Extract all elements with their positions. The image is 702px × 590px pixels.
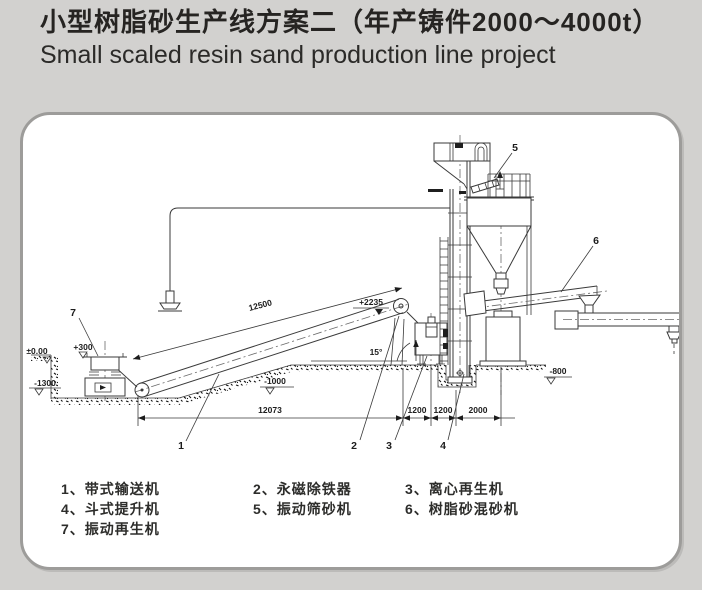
incline-angle: 15° [311, 340, 419, 362]
dim-12073: 12073 [258, 405, 282, 415]
vibrating-sieve-platform [464, 171, 534, 201]
elev-minus1000: -1000 [264, 376, 286, 386]
callout-5: 5 [512, 142, 518, 154]
page-title-english: Small scaled resin sand production line … [40, 40, 556, 69]
callout-6: 6 [593, 235, 599, 247]
callout-3: 3 [386, 440, 392, 452]
elev-zero: ±0.00 [26, 346, 47, 356]
header: 小型树脂砂生产线方案二（年产铸件2000～4000t） Small scaled… [40, 6, 690, 70]
callout-4: 4 [440, 440, 446, 452]
elev-minus800: -800 [549, 366, 566, 376]
legend-item-2: 2、永磁除铁器 [253, 481, 352, 497]
legend-item-3: 3、离心再生机 [405, 481, 504, 497]
diagram-panel: 12500 +2235 ±0.00 +300 -1300 -1000 -800 [20, 112, 682, 570]
elev-plus300: +300 [73, 342, 92, 352]
dim-1200-b: 1200 [434, 405, 453, 415]
vibrating-regenerator [83, 341, 138, 402]
dim-1200-a: 1200 [408, 405, 427, 415]
callout-2: 2 [351, 440, 357, 452]
elev-minus1300: -1300 [34, 378, 56, 388]
dim-2000: 2000 [469, 405, 488, 415]
elev-2235: +2235 [359, 297, 383, 307]
bucket-elevator [428, 135, 491, 393]
legend-item-1: 1、带式输送机 [61, 481, 160, 497]
ground-profile [31, 354, 546, 405]
dust-duct-and-funnel [158, 207, 450, 312]
angle-15: 15° [370, 347, 383, 357]
callout-1: 1 [178, 440, 184, 452]
legend-item-5: 5、振动筛砂机 [253, 501, 352, 517]
sand-hopper [466, 197, 532, 395]
callout-7: 7 [70, 307, 76, 319]
legend-item-7: 7、振动再生机 [61, 521, 160, 537]
dim-12500: 12500 [248, 297, 274, 313]
elevation-marks: +2235 ±0.00 +300 -1300 -1000 -800 [26, 297, 572, 396]
production-line-diagram: 12500 +2235 ±0.00 +300 -1300 -1000 -800 [26, 135, 679, 452]
dimension-chain: 12073 1200 1200 2000 [137, 367, 515, 426]
page-title-chinese: 小型树脂砂生产线方案二（年产铸件2000～4000t） [40, 7, 660, 37]
centrifugal-regenerator [406, 311, 448, 369]
legend-item-6: 6、树脂砂混砂机 [405, 501, 519, 517]
part-callouts: 1 2 3 4 5 6 7 [70, 142, 599, 452]
legend-item-4: 4、斗式提升机 [61, 501, 160, 517]
resin-sand-mixer [463, 285, 679, 367]
